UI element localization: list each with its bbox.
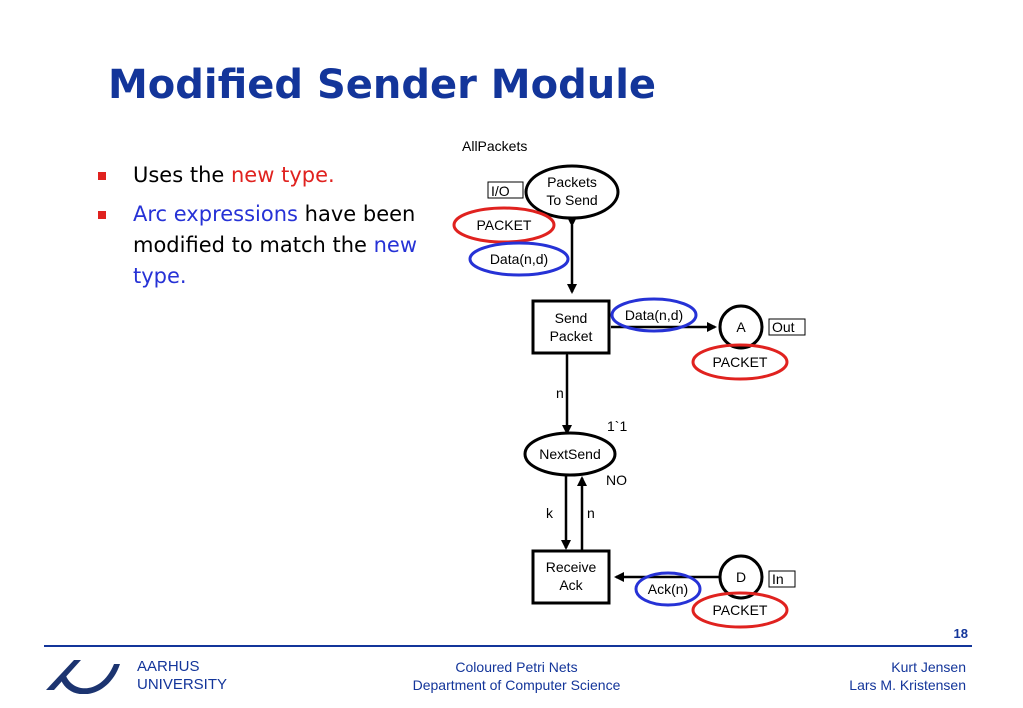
bullet-item: Uses the new type. bbox=[96, 160, 426, 191]
footer-authors: Kurt Jensen Lars M. Kristensen bbox=[849, 658, 966, 694]
port-tag-box bbox=[768, 570, 796, 588]
place-nextsend: NextSend bbox=[523, 431, 617, 477]
place-label: To Send bbox=[546, 192, 597, 208]
highlight-blue-ellipse bbox=[610, 297, 698, 333]
footer-department: Department of Computer Science bbox=[412, 677, 621, 693]
port-tag-in: In bbox=[772, 571, 784, 587]
port-tag-box bbox=[768, 318, 806, 336]
aarhus-university-logo bbox=[46, 660, 120, 694]
bullet-marker bbox=[98, 172, 106, 180]
page-number: 18 bbox=[953, 626, 968, 641]
initial-marking-nextsend: 1`1 bbox=[607, 418, 627, 434]
highlight-red-ellipse bbox=[452, 206, 556, 244]
type-packet-a: PACKET bbox=[713, 354, 768, 370]
place-label: NextSend bbox=[539, 446, 600, 462]
highlight-red-ellipse bbox=[691, 591, 789, 629]
university-line: UNIVERSITY bbox=[137, 676, 228, 693]
transition-send-packet: Send Packet bbox=[531, 299, 611, 355]
arcs bbox=[561, 217, 720, 582]
initial-marking-label: AllPackets bbox=[462, 138, 527, 154]
port-tag-box bbox=[487, 181, 524, 199]
bullet-highlight: new type. bbox=[231, 163, 335, 187]
place-packets-to-send: Packets To Send bbox=[524, 164, 620, 220]
port-tag-out: Out bbox=[772, 319, 795, 335]
author-name: Lars M. Kristensen bbox=[849, 677, 966, 693]
slide-title: Modified Sender Module bbox=[108, 62, 657, 108]
university-line: AARHUS bbox=[137, 658, 200, 675]
bullet-list: Uses the new type. Arc expressions have … bbox=[96, 160, 426, 300]
port-tag-io: I/O bbox=[491, 183, 510, 199]
bullet-text: Uses the bbox=[133, 163, 231, 187]
author-name: Kurt Jensen bbox=[891, 659, 966, 675]
place-label: D bbox=[736, 569, 746, 585]
arc-expression-n-recv: n bbox=[587, 505, 595, 521]
type-no: NO bbox=[606, 472, 627, 488]
footer-divider bbox=[44, 645, 972, 647]
footer-course-title: Coloured Petri Nets bbox=[455, 659, 578, 675]
bullet-marker bbox=[98, 211, 106, 219]
type-packet-d: PACKET bbox=[713, 602, 768, 618]
highlight-blue-ellipse bbox=[634, 571, 702, 607]
place-label: A bbox=[736, 319, 746, 335]
place-d: D bbox=[718, 554, 764, 600]
highlight-red-ellipse bbox=[691, 343, 789, 381]
transition-label: Packet bbox=[550, 328, 593, 344]
highlight-blue-ellipse bbox=[468, 241, 570, 277]
arc-expression-data-a: Data(n,d) bbox=[625, 307, 683, 323]
arc-expression-data-top: Data(n,d) bbox=[490, 251, 548, 267]
type-packet-top: PACKET bbox=[477, 217, 532, 233]
arc-expression-n-send: n bbox=[556, 385, 564, 401]
transition-receive-ack: Receive Ack bbox=[531, 549, 611, 605]
transition-label: Ack bbox=[559, 577, 583, 593]
arc-expression-ack: Ack(n) bbox=[648, 581, 688, 597]
petri-net-diagram: Packets To Send A NextSend D Send Packet… bbox=[452, 138, 806, 629]
arc-expression-k: k bbox=[546, 505, 554, 521]
transition-label: Receive bbox=[546, 559, 597, 575]
place-label: Packets bbox=[547, 174, 597, 190]
place-a: A bbox=[718, 304, 764, 350]
university-name: AARHUS UNIVERSITY bbox=[137, 658, 227, 694]
bullet-highlight: Arc expressions bbox=[133, 202, 298, 226]
bullet-text: have been modified to match the bbox=[133, 202, 416, 257]
footer-course: Coloured Petri Nets Department of Comput… bbox=[0, 658, 1023, 694]
transition-label: Send bbox=[555, 310, 588, 326]
bullet-item: Arc expressions have been modified to ma… bbox=[96, 199, 426, 292]
bullet-highlight: new type. bbox=[133, 233, 418, 288]
